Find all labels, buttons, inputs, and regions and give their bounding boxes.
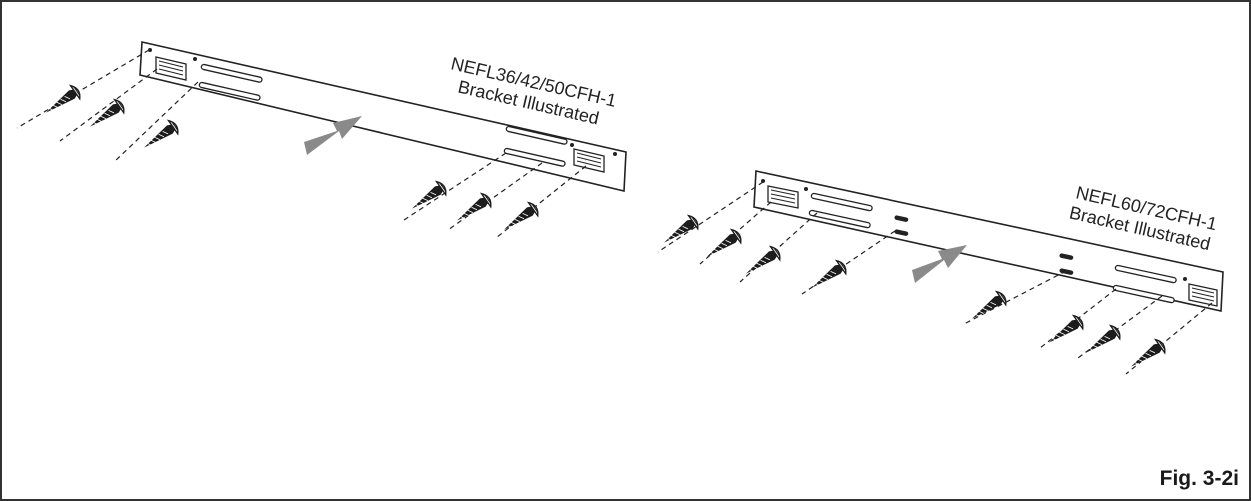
screw-icon bbox=[84, 96, 128, 134]
screw-icon bbox=[406, 178, 450, 216]
bracket-right bbox=[657, 170, 1224, 375]
screw-icon bbox=[40, 82, 84, 120]
slot bbox=[808, 209, 871, 229]
direction-arrow-icon bbox=[304, 116, 362, 155]
slot bbox=[200, 63, 263, 83]
slot bbox=[505, 125, 568, 145]
slot bbox=[503, 147, 566, 167]
screw-icon bbox=[138, 117, 182, 155]
direction-arrow-icon bbox=[912, 245, 967, 283]
vent-block-right-b bbox=[1188, 283, 1218, 307]
screw-icon bbox=[1043, 312, 1087, 350]
screw-icon bbox=[806, 257, 850, 295]
vent-block-left-a bbox=[155, 56, 187, 81]
bracket-left bbox=[16, 41, 627, 239]
vent-block-right-a bbox=[767, 185, 799, 209]
screw-icon bbox=[1080, 322, 1124, 360]
screw-icon bbox=[966, 288, 1010, 326]
slot bbox=[198, 81, 261, 101]
screw-icon bbox=[658, 212, 702, 250]
slot bbox=[810, 192, 873, 212]
slot bbox=[1114, 264, 1177, 284]
screw-icon bbox=[701, 226, 745, 264]
vent-block-left-b bbox=[573, 148, 605, 173]
figure-label: Fig. 3-2i bbox=[1159, 467, 1239, 490]
